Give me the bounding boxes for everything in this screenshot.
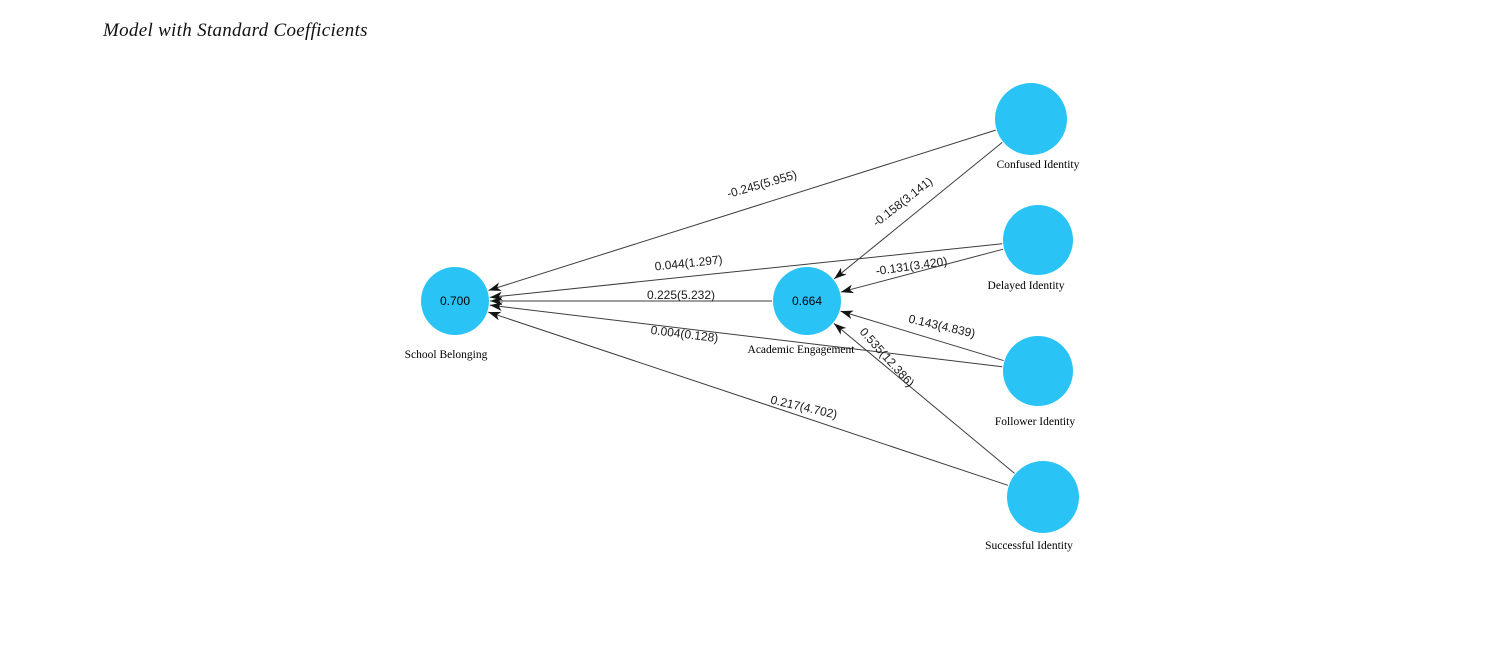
edge-coefficient-label: 0.044(1.297): [654, 253, 723, 274]
construct-circle[interactable]: [421, 267, 489, 335]
node-label: Delayed Identity: [988, 280, 1065, 292]
edge-coefficient-label: 0.225(5.232): [647, 288, 715, 302]
construct-circle[interactable]: [1003, 336, 1073, 406]
edge-follower-identity-to-academic-engagement[interactable]: [840, 310, 1004, 362]
node-label: Confused Identity: [997, 159, 1080, 171]
edges-layer: [488, 129, 1015, 486]
edge-confused-identity-to-school-belonging[interactable]: [488, 129, 996, 291]
edge-coefficient-label: 0.004(0.128): [650, 323, 719, 345]
construct-circle[interactable]: [773, 267, 841, 335]
edge-coefficient-label: 0.143(4.839): [907, 312, 976, 341]
edge-successful-identity-to-academic-engagement[interactable]: [833, 322, 1015, 474]
node-successful-identity[interactable]: Successful Identity: [985, 461, 1079, 552]
node-r2-value: 0.700: [440, 294, 470, 308]
node-delayed-identity[interactable]: Delayed Identity: [988, 205, 1073, 292]
node-follower-identity[interactable]: Follower Identity: [995, 336, 1075, 428]
construct-circle[interactable]: [995, 83, 1067, 155]
edge-coefficient-label: -0.131(3.420): [875, 254, 948, 278]
node-confused-identity[interactable]: Confused Identity: [995, 83, 1080, 171]
node-r2-value: 0.664: [792, 294, 822, 308]
construct-circle[interactable]: [1003, 205, 1073, 275]
edge-delayed-identity-to-school-belonging[interactable]: [489, 243, 1003, 301]
node-label: Successful Identity: [985, 540, 1073, 552]
page-title: Model with Standard Coefficients: [103, 20, 368, 41]
edge-follower-identity-to-school-belonging[interactable]: [489, 302, 1003, 368]
node-label: Follower Identity: [995, 416, 1075, 428]
edge-successful-identity-to-school-belonging[interactable]: [488, 311, 1009, 486]
edge-coefficient-label: 0.535(12.386): [857, 325, 917, 390]
node-label: Academic Engagement: [748, 344, 856, 356]
edge-confused-identity-to-academic-engagement[interactable]: [833, 141, 1003, 280]
edge-coefficient-label: -0.158(3.141): [870, 174, 935, 229]
node-label: School Belonging: [405, 349, 488, 361]
edge-delayed-identity-to-academic-engagement[interactable]: [840, 248, 1004, 294]
construct-circle[interactable]: [1007, 461, 1079, 533]
